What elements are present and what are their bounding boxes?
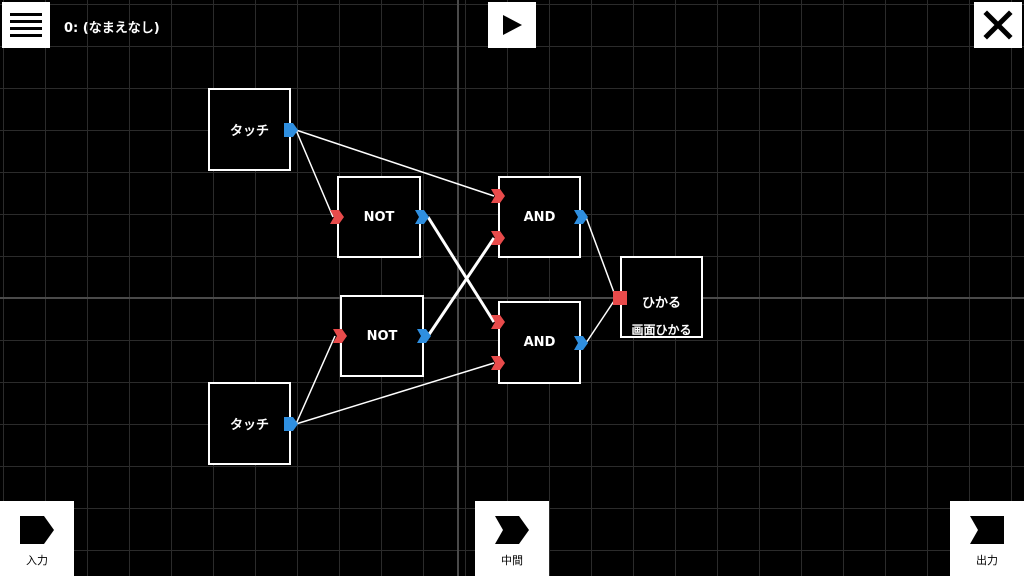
output-port-icon[interactable] [284, 123, 298, 137]
menu-button[interactable] [2, 2, 50, 48]
output-port-icon[interactable] [284, 417, 298, 431]
wire-not-top-to-and-bottom[interactable] [426, 216, 496, 323]
output-port-icon[interactable] [415, 210, 429, 224]
node-label: AND [523, 335, 556, 350]
wire-not-bottom-to-and-top[interactable] [426, 237, 496, 337]
output-port-icon[interactable] [574, 336, 588, 350]
node-not-top[interactable]: NOT [337, 176, 421, 258]
horizontal-axis-line [0, 297, 1024, 299]
node-touch-bottom[interactable]: タッチ [208, 382, 291, 465]
palette-input-button[interactable]: 入力 [0, 501, 74, 576]
palette-output-label: 出力 [976, 554, 998, 567]
input-port-icon[interactable] [491, 231, 505, 245]
node-label: タッチ [229, 418, 269, 433]
wire-touch-bottom-to-and-bottom[interactable] [295, 362, 495, 425]
input-block-icon [20, 516, 54, 544]
palette-input-label: 入力 [26, 554, 48, 567]
node-touch-top[interactable]: タッチ [208, 88, 291, 171]
palette-middle-label: 中間 [501, 554, 523, 567]
node-sublabel: 画面ひかる [631, 323, 692, 337]
node-label: NOT [366, 328, 398, 344]
close-button[interactable] [974, 2, 1022, 48]
vertical-axis-line [457, 0, 459, 576]
output-port-icon[interactable] [574, 210, 588, 224]
output-port-icon[interactable] [417, 329, 431, 343]
play-icon [503, 15, 522, 35]
middle-block-icon [495, 516, 529, 544]
node-and-bottom[interactable]: AND [498, 301, 581, 384]
close-icon [983, 10, 1013, 40]
input-port-icon[interactable] [333, 329, 347, 343]
wire-and-bottom-to-light[interactable] [585, 297, 617, 344]
input-port-icon[interactable] [491, 356, 505, 370]
node-and-top[interactable]: AND [498, 176, 581, 258]
node-label: ひかる [641, 296, 681, 311]
node-label: NOT [363, 209, 395, 225]
wire-touch-top-to-not-top[interactable] [295, 129, 334, 218]
input-port-icon[interactable] [491, 315, 505, 329]
palette-middle-button[interactable]: 中間 [475, 501, 549, 576]
input-port-icon[interactable] [491, 189, 505, 203]
output-block-icon [970, 516, 1004, 544]
node-light[interactable]: ひかる 画面ひかる [620, 256, 703, 338]
node-label: AND [523, 209, 556, 225]
wire-touch-bottom-to-not-bottom[interactable] [295, 335, 336, 425]
hamburger-menu-icon [10, 13, 42, 37]
input-port-icon[interactable] [613, 291, 627, 305]
wire-and-top-to-light[interactable] [585, 216, 617, 299]
circuit-title: 0: (なまえなし) [64, 21, 160, 36]
node-label: タッチ [229, 124, 269, 139]
palette-output-button[interactable]: 出力 [950, 501, 1024, 576]
wire-touch-top-to-and-top[interactable] [295, 129, 495, 197]
play-button[interactable] [488, 2, 536, 48]
input-port-icon[interactable] [330, 210, 344, 224]
node-not-bottom[interactable]: NOT [340, 295, 424, 377]
